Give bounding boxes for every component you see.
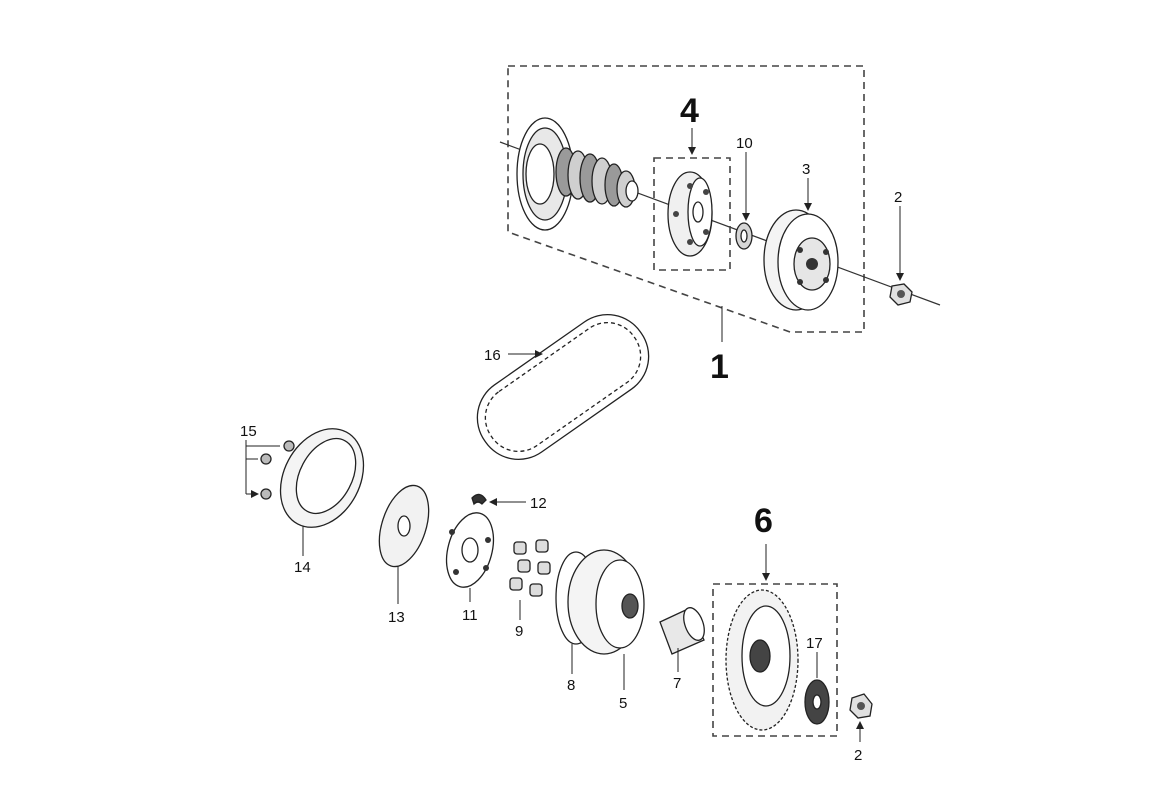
leader-15 [245,440,280,494]
callout-1: 1 [710,348,729,386]
drive-face-part-6 [725,589,799,731]
callout-13: 13 [388,609,405,626]
callout-7: 7 [673,675,681,692]
rollers-part-9 [509,539,551,597]
callout-16: 16 [484,347,501,364]
assembly-1-dashed-box [507,65,865,333]
torque-spring-part [555,147,639,208]
clutch-bell-part-3 [763,209,839,311]
assembly-4-dashed-box [653,157,731,271]
clutch-part [667,171,713,257]
callout-10: 10 [736,135,753,152]
driven-pulley-part [516,117,574,231]
nut-part-2-top [889,283,913,306]
slider-part-12 [471,493,487,506]
callout-5: 5 [619,695,627,712]
washer-part-10 [735,222,753,250]
starter-gear-part-17 [804,679,830,725]
callout-11: 11 [462,607,478,624]
callout-8: 8 [567,677,575,694]
cover-plate-part-14 [279,428,365,528]
callout-2-bottom: 2 [854,747,862,764]
variator-ramp-part-11 [445,512,495,588]
bushing-part-7 [659,607,705,655]
drive-belt-part-16 [476,313,650,461]
movable-pulley-part-5 [567,549,645,655]
callout-2-top: 2 [894,189,902,206]
callout-12: 12 [530,495,547,512]
nut-part-2-bottom [849,693,873,719]
callout-14: 14 [294,559,311,576]
callout-6: 6 [754,502,773,540]
callout-4: 4 [680,92,699,130]
callout-3: 3 [802,161,810,178]
ramp-plate-part-13 [378,484,430,568]
callout-15: 15 [240,423,257,440]
assembly-6-dashed-box [712,583,838,737]
callout-17: 17 [806,635,823,652]
callout-9: 9 [515,623,523,640]
